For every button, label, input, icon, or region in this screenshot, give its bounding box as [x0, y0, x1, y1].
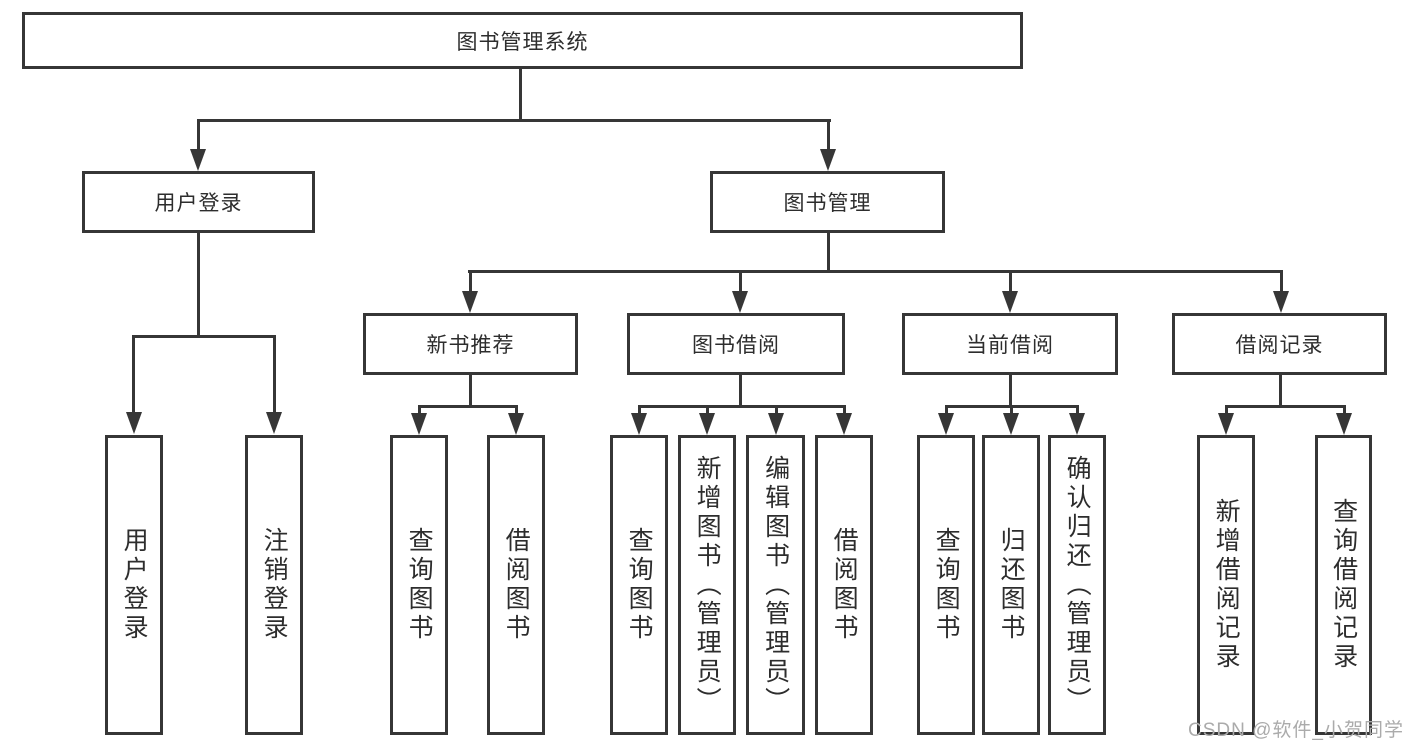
arrow-down-icon — [1336, 413, 1352, 435]
arrow-down-icon — [938, 413, 954, 435]
arrow-down-icon — [462, 291, 478, 313]
connector-line — [468, 270, 1283, 273]
connector-line — [469, 375, 472, 407]
connector-line — [469, 270, 472, 292]
connector-line — [197, 119, 831, 122]
arrow-down-icon — [768, 413, 784, 435]
connector-line — [945, 405, 948, 414]
connector-line — [706, 405, 709, 414]
arrow-down-icon — [508, 413, 524, 435]
arrow-down-icon — [1002, 291, 1018, 313]
leaf-borrow-books: 借阅图书 — [815, 435, 873, 735]
connector-line — [843, 405, 846, 414]
connector-line — [132, 335, 276, 338]
arrow-down-icon — [732, 291, 748, 313]
arrow-down-icon — [1273, 291, 1289, 313]
leaf-return-books: 归还图书 — [982, 435, 1040, 735]
connector-line — [1343, 405, 1346, 414]
connector-line — [197, 119, 200, 151]
leaf-query-books-borrowing: 查询图书 — [610, 435, 668, 735]
connector-line — [515, 405, 518, 414]
leaf-user-login: 用户登录 — [105, 435, 163, 735]
leaf-query-books-current: 查询图书 — [917, 435, 975, 735]
leaf-query-books-recommend: 查询图书 — [390, 435, 448, 735]
arrow-down-icon — [1218, 413, 1234, 435]
arrow-down-icon — [266, 412, 282, 434]
leaf-add-borrow-record: 新增借阅记录 — [1197, 435, 1255, 735]
connector-line — [197, 233, 200, 337]
connector-line — [418, 405, 421, 414]
arrow-down-icon — [126, 412, 142, 434]
connector-line — [418, 405, 518, 408]
node-book-borrowing: 图书借阅 — [627, 313, 845, 375]
leaf-borrow-books-recommend: 借阅图书 — [487, 435, 545, 735]
connector-line — [1009, 270, 1012, 292]
node-new-book-recommend: 新书推荐 — [363, 313, 578, 375]
connector-line — [273, 335, 276, 413]
arrow-down-icon — [1069, 413, 1085, 435]
node-user-login: 用户登录 — [82, 171, 315, 233]
leaf-confirm-return-admin: 确认归还（管理员） — [1048, 435, 1106, 735]
connector-line — [638, 405, 641, 414]
arrow-down-icon — [411, 413, 427, 435]
arrow-down-icon — [1003, 413, 1019, 435]
leaf-query-borrow-record: 查询借阅记录 — [1315, 435, 1372, 735]
leaf-logout: 注销登录 — [245, 435, 303, 735]
connector-line — [519, 69, 522, 120]
connector-line — [739, 375, 742, 407]
leaf-edit-books-admin: 编辑图书（管理员） — [746, 435, 805, 735]
connector-line — [1225, 405, 1228, 414]
connector-line — [1010, 405, 1013, 414]
connector-line — [1280, 270, 1283, 292]
leaf-add-books-admin: 新增图书（管理员） — [678, 435, 736, 735]
node-book-management: 图书管理 — [710, 171, 945, 233]
arrow-down-icon — [631, 413, 647, 435]
connector-line — [638, 405, 846, 408]
connector-line — [1076, 405, 1079, 414]
watermark: CSDN @软件_小贺同学 — [1188, 720, 1404, 741]
connector-line — [1279, 375, 1282, 407]
connector-line — [1225, 405, 1345, 408]
connector-line — [775, 405, 778, 414]
connector-line — [1009, 375, 1012, 407]
connector-line — [739, 270, 742, 292]
connector-line — [827, 233, 830, 273]
node-borrowing-records: 借阅记录 — [1172, 313, 1387, 375]
connector-line — [132, 335, 135, 413]
arrow-down-icon — [836, 413, 852, 435]
node-current-borrowing: 当前借阅 — [902, 313, 1118, 375]
arrow-down-icon — [699, 413, 715, 435]
arrow-down-icon — [820, 149, 836, 171]
connector-line — [827, 119, 830, 151]
node-library-system: 图书管理系统 — [22, 12, 1023, 69]
arrow-down-icon — [190, 149, 206, 171]
